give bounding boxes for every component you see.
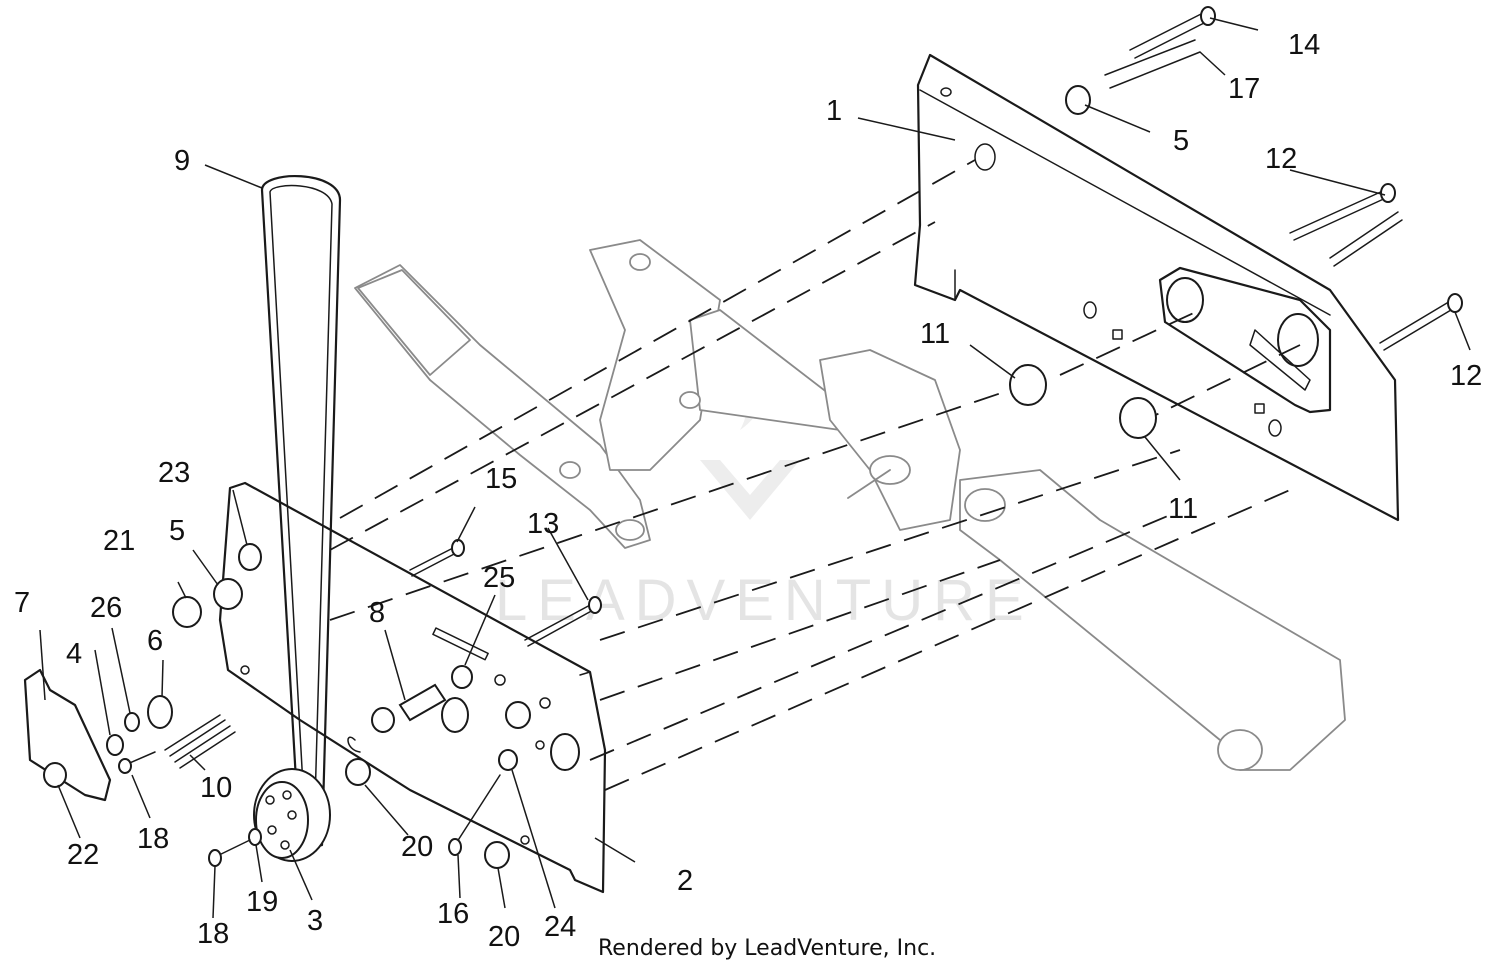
callout-20-mid: 20 [401,831,433,863]
callout-2: 2 [677,865,693,897]
part-1-rear-bracket [913,53,1400,522]
callout-24: 24 [544,911,576,943]
callout-5-top: 5 [1173,125,1189,157]
part-3-sprocket [253,768,331,862]
part-9-belt [260,175,342,852]
callout-15: 15 [485,463,517,495]
callout-17: 17 [1228,73,1260,105]
callout-10: 10 [200,772,232,804]
callout-21: 21 [103,525,135,557]
part-2-front-plate [218,481,607,894]
callout-18-bottom: 18 [197,918,229,950]
callout-12-top: 12 [1265,143,1297,175]
callout-26: 26 [90,592,122,624]
callout-19: 19 [246,886,278,918]
callout-18-left: 18 [137,823,169,855]
callout-13: 13 [527,508,559,540]
callout-8: 8 [369,597,385,629]
callout-3: 3 [307,905,323,937]
watermark-text: LEADVENTURE [495,568,1034,633]
callout-4: 4 [66,638,82,670]
callout-16: 16 [437,898,469,930]
alignment-dashed-lines [329,159,1301,791]
callout-22: 22 [67,839,99,871]
leader-lines [39,17,1471,919]
callout-7: 7 [14,587,30,619]
callout-25: 25 [483,562,515,594]
callout-14: 14 [1288,29,1320,61]
footer-credit: Rendered by LeadVenture, Inc. [598,936,936,961]
callout-11-left: 11 [920,318,950,350]
callout-20-bottom: 20 [488,921,520,953]
callout-11-right: 11 [1168,493,1198,525]
callout-9: 9 [174,145,190,177]
callout-numbers: 1 2 3 4 5 5 6 7 8 9 10 11 11 12 12 13 14… [14,29,1482,953]
callout-12-right: 12 [1450,360,1482,392]
callout-5-left: 5 [169,515,185,547]
callout-1: 1 [826,95,842,127]
pedal-arm-assembly-ghost [354,239,1346,771]
hardware-parts [23,6,1463,869]
callout-23: 23 [158,457,190,489]
callout-6: 6 [147,625,163,657]
